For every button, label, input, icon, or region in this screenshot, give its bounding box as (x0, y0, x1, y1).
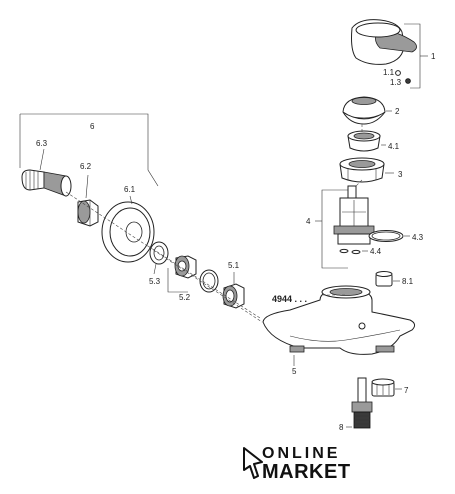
watermark-line-2: MARKET (262, 461, 351, 483)
online-market-watermark: ONLINE MARKET (243, 445, 351, 483)
label-part-8-1: 8.1 (402, 277, 414, 286)
label-part-8: 8 (339, 423, 344, 432)
bush (77, 199, 99, 227)
label-part-4: 4 (306, 217, 311, 226)
seal-ring (199, 269, 219, 293)
screw-part-1-1 (395, 70, 401, 76)
label-part-2: 2 (395, 107, 400, 116)
washer (149, 241, 169, 265)
label-part-1-3: 1.3 (390, 78, 402, 87)
cartridge (333, 185, 375, 245)
o-ring-large (368, 230, 404, 242)
model-code: 4944 . . . (272, 294, 307, 304)
label-part-3: 3 (398, 170, 403, 179)
label-part-4-4: 4.4 (370, 247, 382, 256)
watermark-line-1: ONLINE (262, 445, 340, 462)
label-part-4-3: 4.3 (412, 233, 424, 242)
nut (339, 157, 385, 183)
mixer-body (262, 285, 416, 355)
label-part-5-2: 5.2 (179, 293, 191, 302)
label-part-5-3: 5.3 (149, 277, 161, 286)
label-part-1-1: 1.1 (383, 68, 395, 77)
end-cap (375, 271, 393, 287)
label-part-6-1: 6.1 (124, 185, 136, 194)
spindle (21, 169, 72, 197)
label-part-4-1: 4.1 (388, 142, 400, 151)
bracket-part-1 (404, 23, 421, 89)
ring-nut (347, 130, 381, 152)
small-seals (339, 248, 361, 255)
label-part-7: 7 (404, 386, 409, 395)
aerator (371, 378, 395, 397)
label-part-6: 6 (90, 122, 95, 131)
connection-nut (174, 255, 197, 279)
bracket-part-6 (20, 113, 159, 187)
dome-cover (342, 96, 386, 125)
label-part-6-2: 6.2 (80, 162, 92, 171)
rosette (101, 201, 155, 263)
label-part-5-1: 5.1 (228, 261, 240, 270)
label-part-5: 5 (292, 367, 297, 376)
lever-handle (351, 19, 417, 65)
bracket-part-4 (321, 189, 348, 269)
cursor-arrow-icon (243, 447, 263, 479)
diverter (351, 377, 373, 429)
label-part-1: 1 (431, 52, 436, 61)
cap-part-1-3 (405, 78, 411, 84)
label-part-6-3: 6.3 (36, 139, 48, 148)
